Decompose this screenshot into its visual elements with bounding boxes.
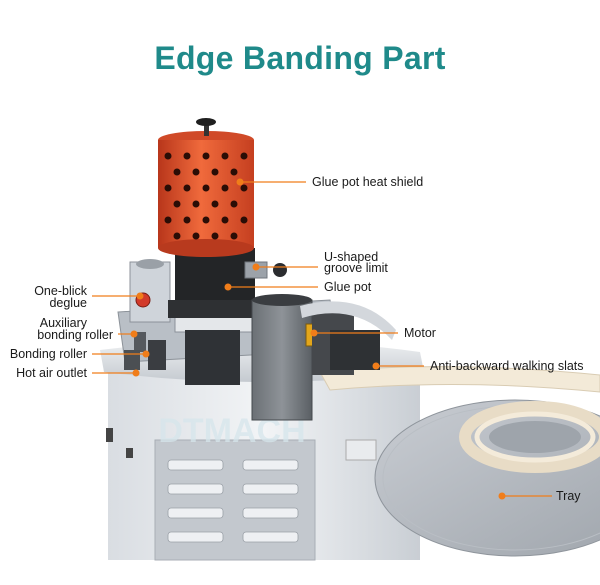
glue-pot <box>168 248 262 318</box>
page-title: Edge Banding Part <box>154 40 446 76</box>
label-glue-pot: Glue pot <box>324 280 372 294</box>
label-u-groove-line1: U-shaped <box>324 250 379 264</box>
label-aux-roller-line2: bonding roller <box>37 328 113 342</box>
label-aux-roller-line1: Auxiliary <box>39 316 87 330</box>
label-tray: Tray <box>556 489 581 503</box>
label-motor: Motor <box>404 326 436 340</box>
heat-shield <box>158 118 254 257</box>
label-u-groove-line2: groove limit <box>324 261 388 275</box>
label-hot-air-outlet: Hot air outlet <box>16 366 87 380</box>
label-bonding-roller: Bonding roller <box>9 347 87 361</box>
u-groove-limit <box>244 261 287 279</box>
label-heat-shield: Glue pot heat shield <box>312 175 424 189</box>
label-deglue-line2: deglue <box>49 296 87 310</box>
label-anti-backward: Anti-backward walking slats <box>430 359 584 373</box>
label-deglue-line1: One-blick <box>34 284 87 298</box>
callouts <box>92 178 552 500</box>
edge-band-coil <box>319 366 600 473</box>
anti-backward-slats <box>300 301 396 370</box>
